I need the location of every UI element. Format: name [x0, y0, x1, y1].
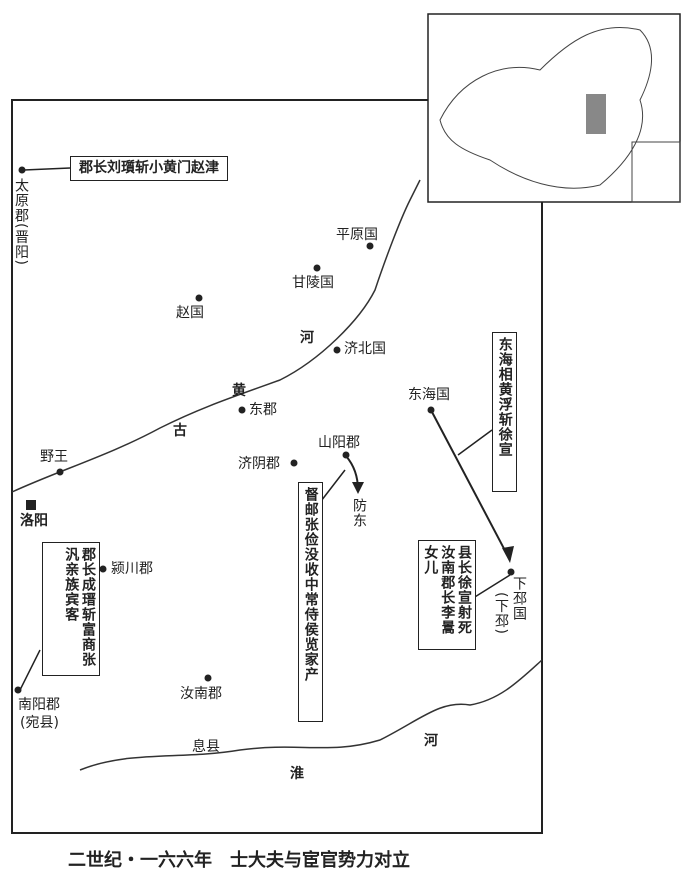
map-title: 二世纪・一六六年 士大夫与宦官势力对立: [68, 850, 410, 871]
place-jibei: 济北国: [344, 341, 386, 357]
river-label-he: 河: [300, 330, 314, 346]
yellow-river: [11, 179, 421, 493]
river-label-huai: 淮: [290, 766, 304, 782]
place-runan: 汝南郡: [180, 686, 222, 702]
note-shanyang: 督邮张俭没收中常侍侯览家产: [298, 482, 323, 722]
note-nanyang: 郡长成瑨斩富商张汎亲族宾客: [42, 542, 100, 676]
place-jiyin: 济阴郡: [238, 456, 280, 472]
city-dots: [14, 166, 515, 694]
place-luoyang: 洛阳: [20, 513, 48, 529]
place-yewang: 野王: [40, 449, 68, 465]
place-xixian: 息县: [192, 739, 220, 755]
note-taiyuan: 郡长刘瓆斩小黄门赵津: [70, 156, 228, 181]
river-label-he-huai: 河: [424, 733, 438, 749]
arrow-donghai-xiapi: [431, 411, 511, 561]
note-xiapi: 县长徐宣射死汝南郡长李暠女儿: [418, 540, 476, 650]
place-xiapi-sub: (下邳): [493, 592, 509, 635]
river-label-gu: 古: [173, 423, 187, 439]
place-nanyang: 南阳郡: [18, 697, 60, 713]
inset-map: [427, 13, 681, 203]
map-frame: [11, 99, 543, 834]
place-xiapi: 下邳国: [511, 576, 527, 621]
place-dongjun: 东郡: [249, 402, 277, 418]
place-nanyang-sub: (宛县): [20, 715, 59, 731]
huai-river: [79, 659, 543, 771]
place-zhao: 赵国: [176, 305, 204, 321]
place-shanyang: 山阳郡: [318, 435, 360, 451]
place-donghai: 东海国: [408, 387, 450, 403]
place-taiyuan: 太原郡(晋阳): [13, 178, 29, 266]
place-pingyuan: 平原国: [336, 227, 378, 243]
place-fangdong: 防东: [351, 498, 367, 528]
arrowhead: [502, 546, 514, 563]
place-yingchuan: 颍川郡: [111, 561, 153, 577]
river-label-huang: 黄: [232, 383, 246, 399]
place-ganling: 甘陵国: [292, 275, 334, 291]
note-donghai: 东海相黄浮斩徐宣: [492, 332, 517, 492]
